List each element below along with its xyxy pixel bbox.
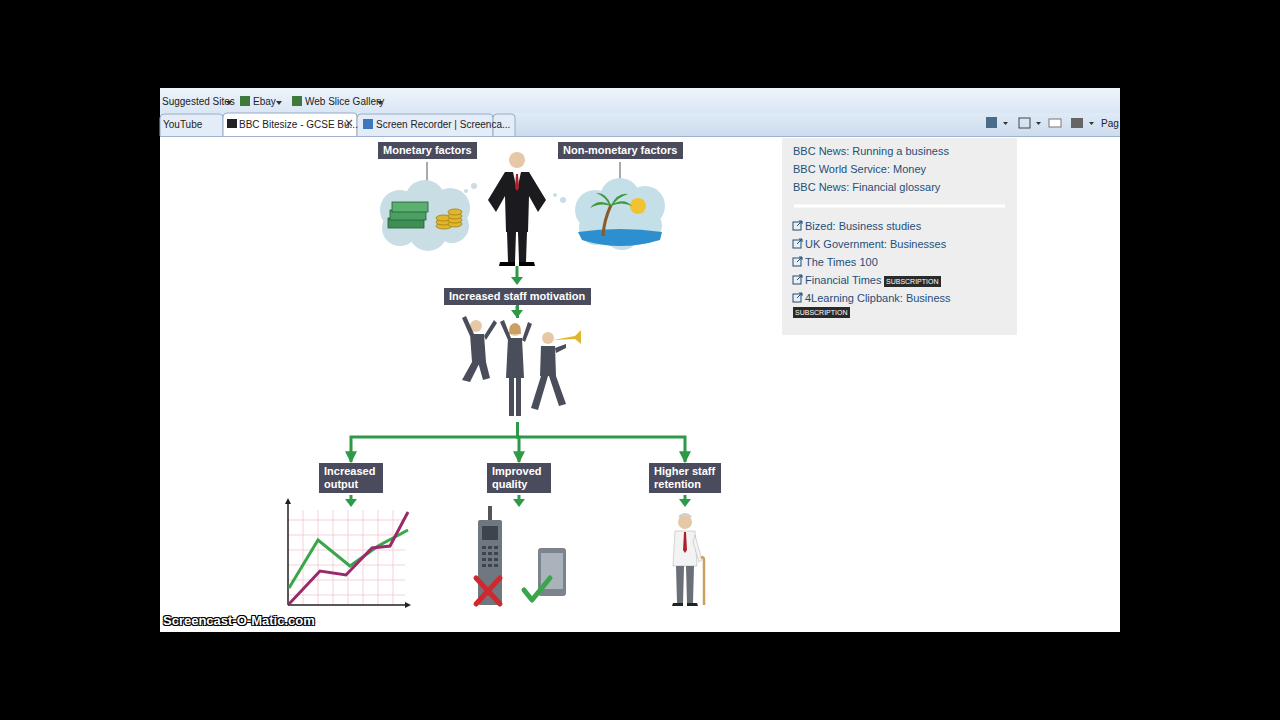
happy-staff	[462, 316, 581, 422]
box-label: Monetary factors	[383, 144, 472, 157]
factor-box: Increased staff motivation	[444, 288, 591, 305]
sidebar-link: UK Government: Businesses	[805, 238, 946, 251]
sidebar-link: The Times 100	[805, 256, 878, 269]
sidebar-link: BBC World Service: Money	[793, 163, 926, 176]
sidebar-link: BBC News: Financial glossary	[793, 181, 940, 194]
subscription-badge: SUBSCRIPTION	[793, 307, 850, 318]
sidebar-link: Financial Times	[805, 274, 881, 287]
sidebar-decorations	[793, 206, 1005, 302]
sidebar-link: Bized: Business studies	[805, 220, 921, 233]
toolbar-button: Pag	[1101, 118, 1119, 130]
favorites-bar	[160, 88, 1120, 113]
holiday-cloud	[553, 178, 665, 250]
favorites-link: Suggested Sites	[162, 96, 235, 108]
manager-figure	[488, 152, 546, 266]
browser-tab-title: YouTube	[163, 119, 202, 131]
favorites-link: Web Slice Gallery	[305, 96, 384, 108]
output-chart	[285, 498, 411, 608]
factor-box: Monetary factors	[378, 142, 477, 159]
box-label: Increased staff motivation	[449, 290, 586, 303]
box-label: Improved quality	[492, 465, 546, 491]
watermark: Screencast-O-Matic.com	[163, 613, 315, 628]
older-employee	[672, 514, 704, 606]
browser-chrome-icons	[160, 96, 1094, 136]
quality-phones	[476, 506, 566, 605]
flow-arrows	[345, 266, 691, 507]
browser-tab-title: BBC Bitesize - GCSE Bu...	[239, 119, 358, 131]
sidebar-link: BBC News: Running a business	[793, 145, 949, 158]
box-label: Higher staff retention	[654, 465, 716, 491]
box-label: Non-monetary factors	[563, 144, 678, 157]
box-label: Increased output	[324, 465, 378, 491]
money-cloud	[380, 180, 477, 251]
subscription-badge: SUBSCRIPTION	[884, 276, 941, 287]
factor-box: Higher staff retention	[649, 463, 721, 493]
favorites-link: Ebay	[253, 96, 276, 108]
sidebar-link: 4Learning Clipbank: Business	[805, 292, 951, 305]
factor-box: Increased output	[319, 463, 383, 493]
factor-box: Improved quality	[487, 463, 551, 493]
factor-box: Non-monetary factors	[558, 142, 683, 159]
browser-tab-title: Screen Recorder | Screenca...	[376, 119, 510, 131]
